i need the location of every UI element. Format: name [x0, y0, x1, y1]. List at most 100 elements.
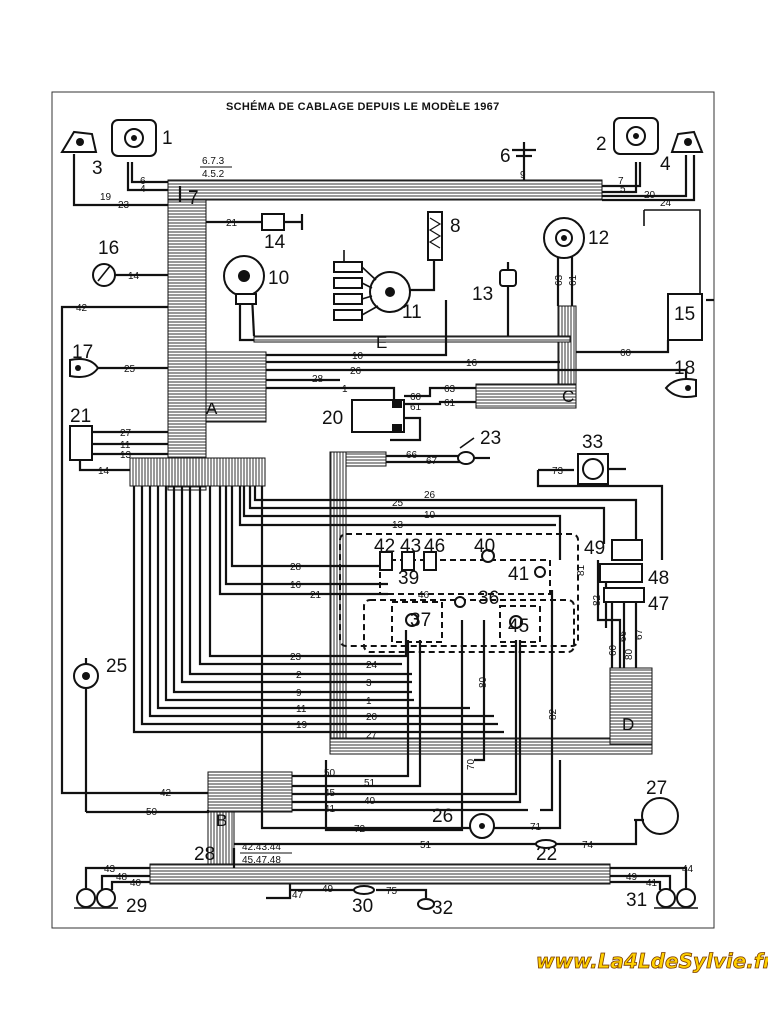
- wire-number-label: 19: [296, 720, 308, 731]
- wire-number-label: 45: [324, 788, 336, 799]
- diagram-title: SCHÉMA DE CABLAGE DEPUIS LE MODÈLE 1967: [226, 100, 500, 113]
- label-15: 15: [674, 304, 695, 325]
- fuse-30: [353, 885, 375, 895]
- wire-number-label: 10: [352, 351, 364, 362]
- wire-number-label: 82: [592, 594, 603, 606]
- wire-number-label: 3: [366, 678, 372, 689]
- wire-number-label: 80: [624, 648, 635, 660]
- label-8: 8: [450, 216, 461, 237]
- wire-number-label: 44: [682, 864, 694, 875]
- dashboard-lamps: [379, 549, 546, 629]
- wire-number-label: 40: [130, 878, 142, 889]
- rear-lamp-right-31: [654, 888, 698, 909]
- wire-number-label: 26: [350, 366, 362, 377]
- headlamp-right-2: [613, 117, 659, 155]
- wire-number-label: 28: [290, 562, 302, 573]
- rear-harness: [149, 863, 611, 885]
- distributor-11: [333, 250, 411, 321]
- side-lamp-left-3: [60, 130, 98, 153]
- instrument-cluster: [379, 559, 551, 595]
- wire-number-label: 28: [312, 374, 324, 385]
- motor-26: [469, 813, 495, 839]
- bundle-label-e: E: [376, 333, 387, 352]
- label-17: 17: [72, 342, 93, 363]
- connector-7-bottom: 4.5.2: [202, 169, 225, 180]
- wire-number-label: 14: [98, 466, 110, 477]
- wiper-motor-23: [457, 437, 490, 465]
- label-23: 23: [480, 428, 501, 449]
- label-47: 47: [648, 594, 669, 615]
- wire-number-label: 60: [410, 392, 422, 403]
- label-11: 11: [402, 302, 422, 323]
- label-12: 12: [588, 228, 609, 249]
- label-46: 46: [424, 536, 445, 557]
- wire-number-label: 7: [618, 176, 624, 187]
- wire-number-label: 20: [366, 712, 378, 723]
- dashboard-lower: [363, 599, 575, 653]
- wire-number-label: 43: [104, 864, 116, 875]
- side-lamp-right-4: [670, 130, 704, 153]
- wire-number-label: 24: [366, 660, 378, 671]
- label-22: 22: [536, 844, 557, 865]
- switch-48: [599, 563, 643, 583]
- label-39: 39: [398, 568, 419, 589]
- harness-b-block: [207, 771, 293, 813]
- wire-number-label: 25: [124, 364, 136, 375]
- wire-number-label: 61: [568, 274, 579, 286]
- label-33: 33: [582, 432, 603, 453]
- dashboard-outline: [339, 533, 579, 647]
- wire-number-label: 67: [634, 628, 645, 640]
- starter-12: [543, 217, 585, 259]
- wire-number-label: 41: [324, 804, 336, 815]
- label-14: 14: [264, 232, 286, 253]
- wire-number-label: 5: [620, 184, 626, 195]
- battery-15: [643, 210, 714, 341]
- sender-14: [261, 213, 304, 231]
- wire-number-label: 13: [120, 450, 132, 461]
- wires: [60, 154, 701, 900]
- wire-number-label: 1: [366, 696, 372, 707]
- wire-number-label: 21: [226, 218, 238, 229]
- wire-number-label: 27: [366, 730, 378, 741]
- harness-a-block: [205, 351, 267, 423]
- bundle-label-a: A: [206, 399, 218, 418]
- wire-number-label: 81: [576, 564, 587, 576]
- bundle-label-b: B: [216, 811, 227, 830]
- wire-number-label: 49: [626, 872, 638, 883]
- wire-number-label: 27: [120, 428, 132, 439]
- label-30: 30: [352, 896, 373, 917]
- label-32: 32: [432, 898, 453, 919]
- wire-number-label: 66: [618, 630, 629, 642]
- wire-number-label: 25: [392, 498, 404, 509]
- components: [60, 117, 714, 910]
- wire-number-label: 42: [160, 788, 172, 799]
- wire-number-label: 61: [444, 398, 456, 409]
- plate-light-32: [417, 898, 435, 910]
- label-1: 1: [162, 128, 173, 149]
- wire-number-label: 67: [426, 456, 438, 467]
- harness-bundles: [129, 179, 653, 885]
- headlamp-left-1: [111, 119, 157, 157]
- label-48: 48: [648, 568, 669, 589]
- heater-fan-33: [577, 453, 626, 485]
- horn-6: [512, 142, 536, 168]
- wire-number-label: 23: [290, 652, 302, 663]
- label-40: 40: [474, 536, 495, 557]
- harness-a-vertical: [167, 199, 207, 491]
- harness-c: [475, 383, 577, 409]
- wire-labels: 19 23 6 4 9 7 5 20 24 21 14 42 25 10 16 …: [76, 170, 694, 901]
- wire-number-label: 48: [116, 872, 128, 883]
- fuse-22: [535, 839, 557, 849]
- wire-number-label: 6: [140, 176, 146, 187]
- label-36: 36: [478, 588, 499, 609]
- label-4: 4: [660, 154, 671, 175]
- label-16: 16: [98, 238, 119, 259]
- label-25: 25: [106, 656, 127, 677]
- wire-number-label: 4: [140, 184, 146, 195]
- label-18: 18: [674, 358, 695, 379]
- label-20: 20: [322, 408, 343, 429]
- wire-number-label: 23: [118, 200, 130, 211]
- wire-number-label: 50: [146, 807, 158, 818]
- connector-28-bottom: 45.47.48: [242, 855, 281, 866]
- label-49: 49: [584, 538, 605, 559]
